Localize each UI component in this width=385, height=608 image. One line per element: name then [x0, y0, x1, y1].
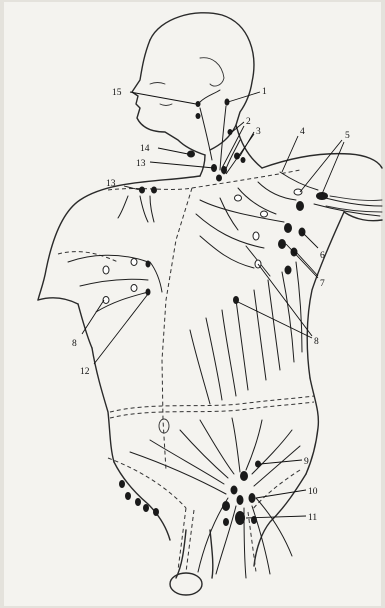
- head-outline: [132, 13, 254, 155]
- label-8-left: 8: [72, 339, 77, 349]
- node-axillary-2: [296, 201, 304, 211]
- label-7: 7: [320, 279, 325, 289]
- label-4: 4: [300, 127, 305, 137]
- genital-outline: [170, 530, 213, 595]
- number-labels: 15 1 2 3 4 5 6 7 8 8 9 10 11 12 13 13 14: [72, 87, 350, 523]
- torso-outline: [38, 154, 382, 566]
- node-pectoral-open-2: [235, 195, 242, 201]
- node-inguinal-8: [223, 518, 229, 526]
- label-15: 15: [112, 88, 122, 98]
- node-infraclav-2: [151, 187, 157, 194]
- node-neck-c: [241, 157, 246, 163]
- node-inguinal-r-5: [153, 508, 159, 516]
- node-axillary-3: [284, 223, 292, 233]
- node-inguinal-4: [222, 501, 230, 511]
- node-axillary-5: [278, 239, 286, 249]
- node-inguinal-7: [235, 511, 245, 525]
- label-12: 12: [80, 367, 90, 377]
- label-6: 6: [320, 251, 325, 261]
- node-submental: [187, 151, 195, 158]
- label-2: 2: [246, 117, 251, 127]
- node-inguinal-r-4: [143, 504, 149, 512]
- node-axillary-r-open-1: [103, 266, 109, 274]
- label-8-right: 8: [314, 337, 319, 347]
- label-3: 3: [256, 127, 261, 137]
- label-11: 11: [308, 513, 317, 523]
- node-inguinal-3: [231, 486, 238, 495]
- node-pectoral-open-4: [253, 232, 259, 240]
- label-13-lower: 13: [106, 179, 116, 189]
- node-inguinal-9: [251, 516, 257, 524]
- node-axillary-r-open-2: [131, 259, 137, 266]
- node-pectoral-open-1: [294, 189, 302, 195]
- node-neck-a: [228, 129, 233, 135]
- node-axillary-7: [285, 266, 292, 275]
- node-intercostal-1: [146, 261, 151, 268]
- node-axillary-r-open-4: [131, 285, 137, 292]
- node-paramammary: [233, 296, 239, 304]
- node-inguinal-5: [237, 495, 244, 505]
- node-inguinal-r-3: [135, 498, 141, 506]
- label-1: 1: [262, 87, 267, 97]
- node-inguinal-r-2: [125, 492, 131, 500]
- node-inguinal-r-1: [119, 480, 125, 488]
- node-submandibular: [196, 113, 201, 119]
- node-cervical-3: [216, 175, 222, 182]
- label-9: 9: [304, 457, 309, 467]
- node-inguinal-6: [249, 493, 256, 503]
- node-cervical-2: [221, 166, 227, 174]
- label-5: 5: [345, 131, 350, 141]
- label-13-upper: 13: [136, 159, 146, 169]
- label-14: 14: [140, 144, 150, 154]
- node-inguinal-2: [240, 471, 248, 481]
- node-parotid: [196, 101, 201, 107]
- node-pectoral-open-3: [261, 211, 268, 217]
- label-10: 10: [308, 487, 318, 497]
